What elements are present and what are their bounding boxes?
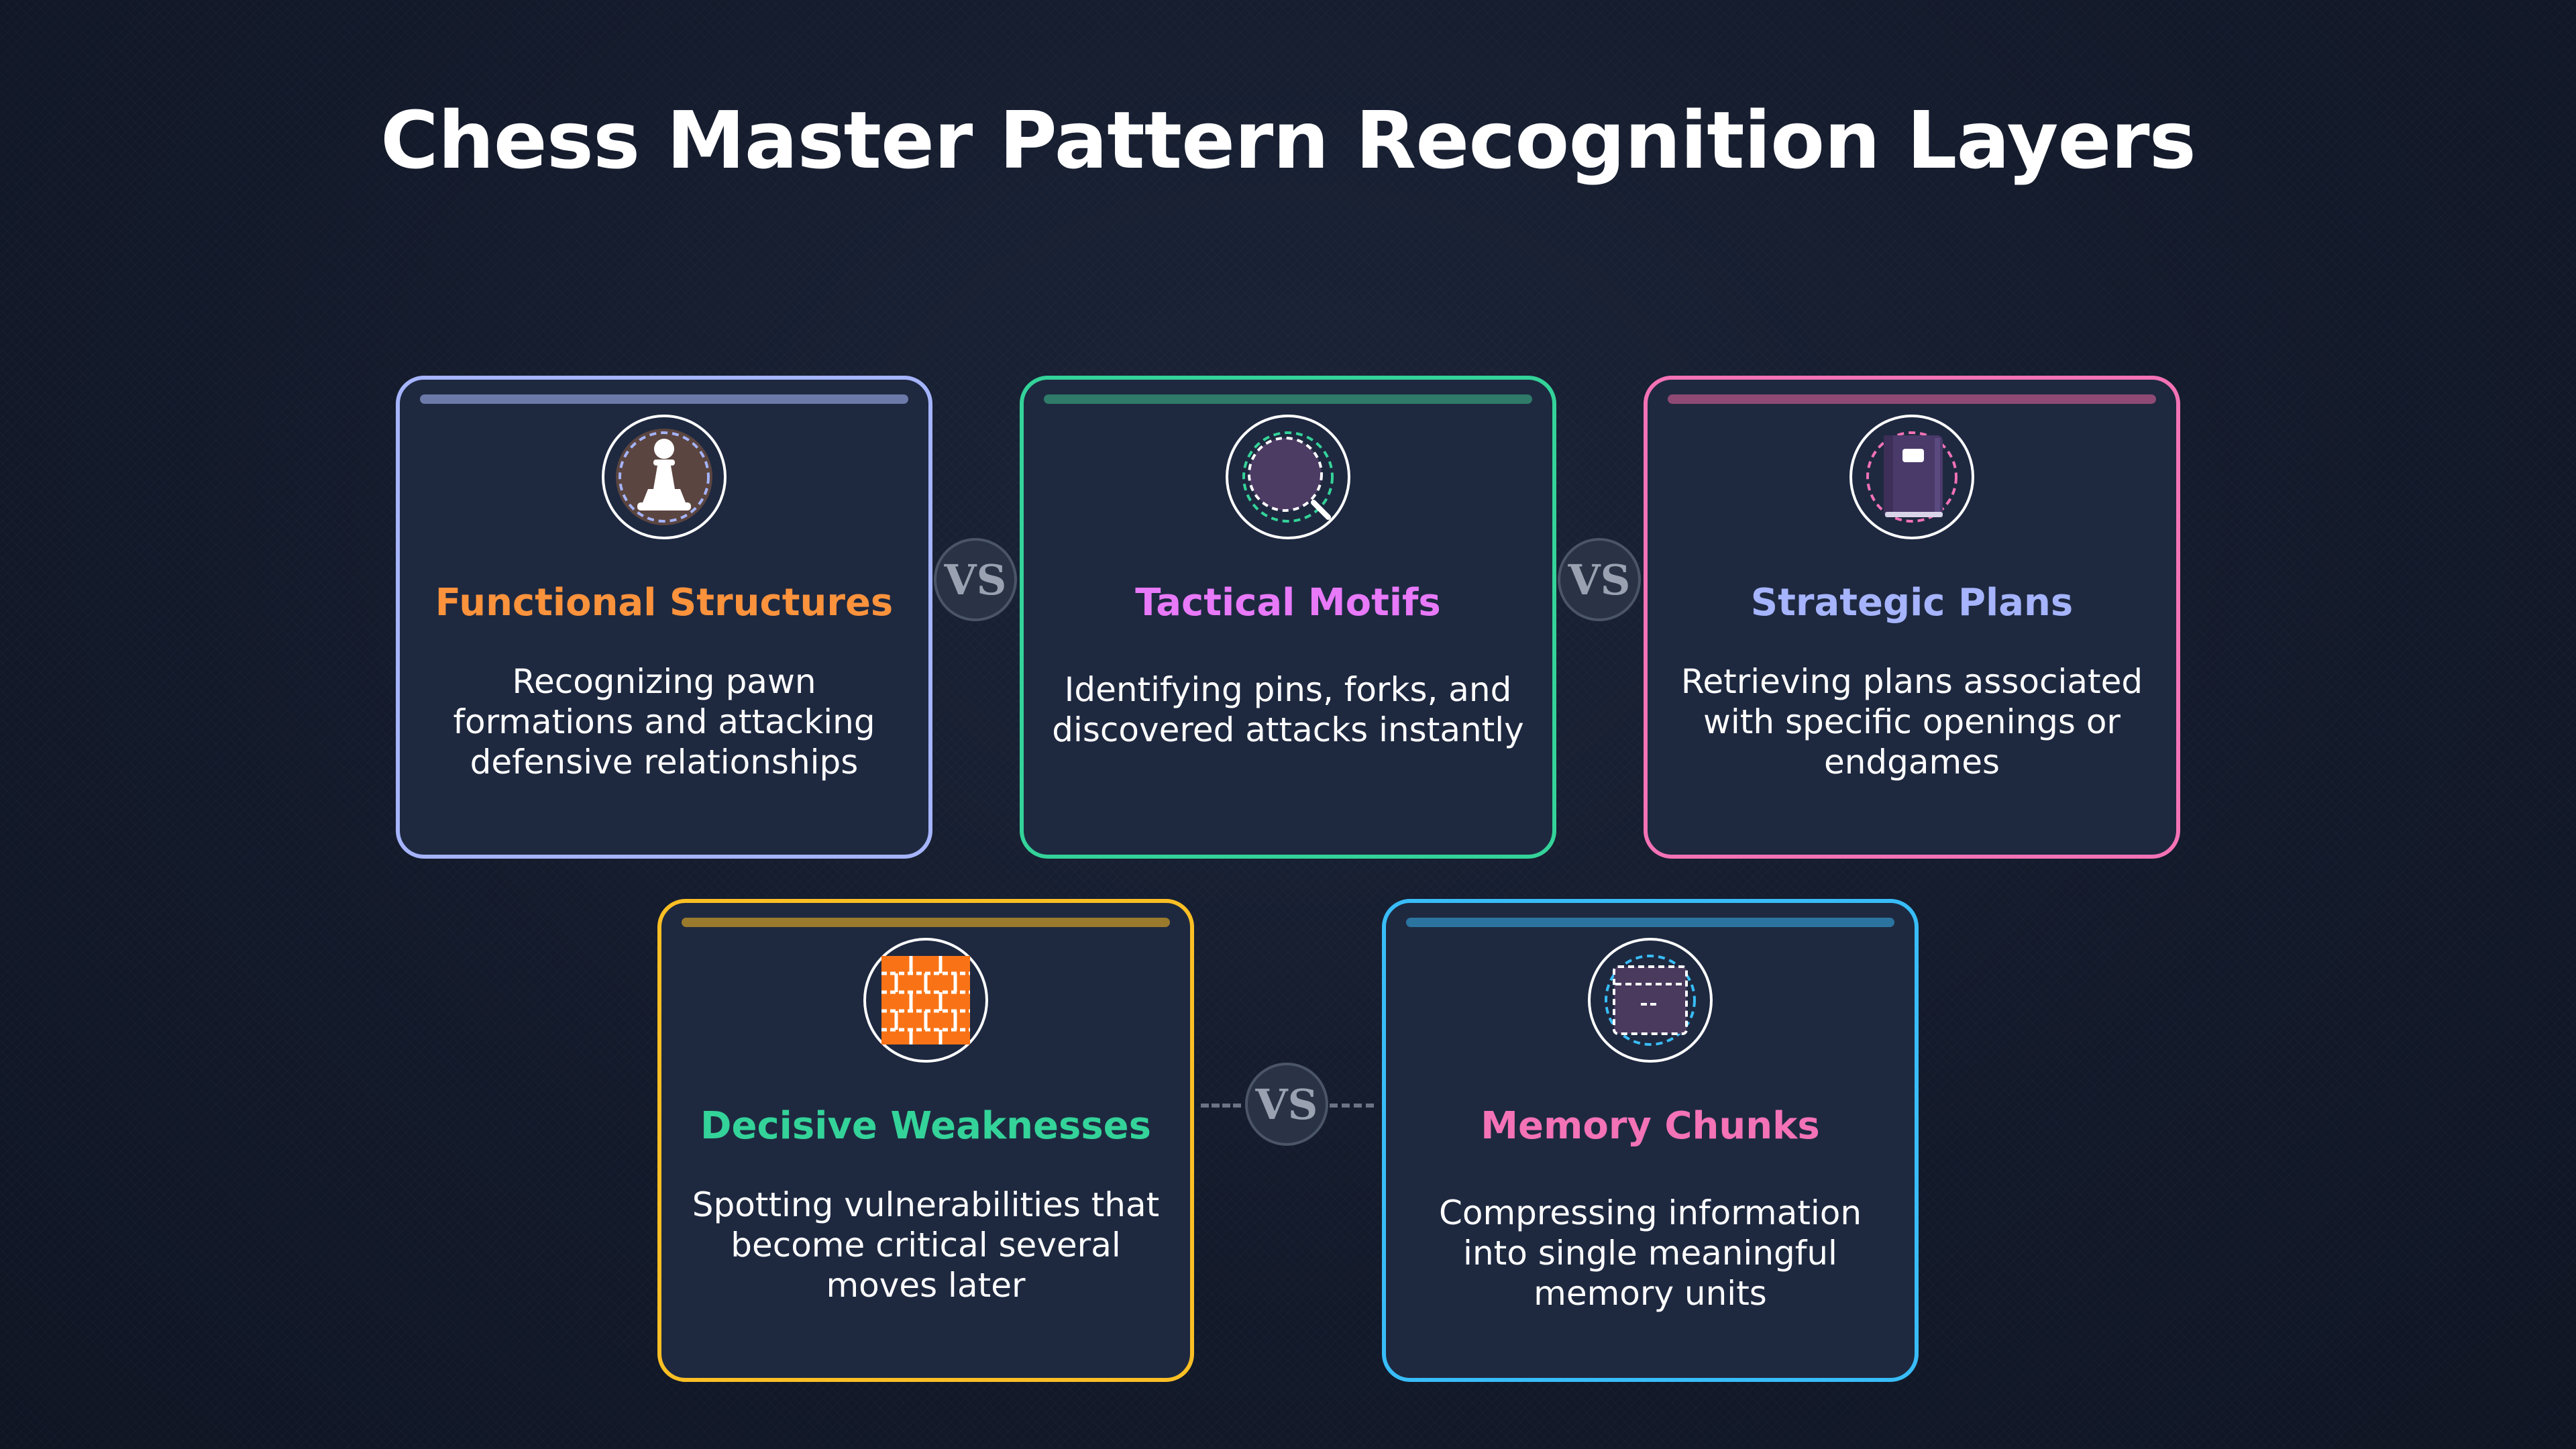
card-strategic-plans: Strategic Plans Retrieving plans associa… <box>1644 376 2180 859</box>
card-title: Strategic Plans <box>1750 581 2074 625</box>
dashed-connector-right <box>1330 1104 1374 1108</box>
card-accent-bar <box>682 918 1170 927</box>
chess-pawn-icon <box>616 429 712 525</box>
card-accent-bar <box>1406 918 1894 927</box>
card-icon-circle <box>602 415 727 539</box>
card-title: Tactical Motifs <box>1135 581 1441 625</box>
card-title: Decisive Weaknesses <box>700 1104 1151 1148</box>
card-icon-circle <box>1226 415 1350 539</box>
card-accent-bar <box>1044 394 1532 404</box>
card-description: Recognizing pawn formations and attackin… <box>453 662 875 782</box>
card-memory-chunks: Memory Chunks Compressing information in… <box>1382 899 1919 1382</box>
dashed-connector-left <box>1201 1104 1241 1108</box>
card-description: Spotting vulnerabilities that become cri… <box>692 1185 1160 1305</box>
card-icon-circle <box>1849 415 1974 539</box>
memory-block-icon <box>1602 952 1699 1049</box>
page-title: Chess Master Pattern Recognition Layers <box>380 94 2196 186</box>
card-accent-bar <box>420 394 908 404</box>
card-description: Compressing information into single mean… <box>1438 1193 1862 1313</box>
card-icon-circle <box>863 938 988 1063</box>
card-functional-structures: Functional Structures Recognizing pawn f… <box>396 376 932 859</box>
vs-badge-1: VS <box>934 538 1017 621</box>
card-decisive-weaknesses: Decisive Weaknesses Spotting vulnerabili… <box>657 899 1194 1382</box>
vs-badge-3: VS <box>1245 1063 1328 1146</box>
card-title: Memory Chunks <box>1481 1104 1820 1148</box>
vs-badge-2: VS <box>1558 538 1641 621</box>
magnifier-icon <box>1240 429 1336 525</box>
card-description: Identifying pins, forks, and discovered … <box>1052 670 1524 749</box>
card-tactical-motifs: Tactical Motifs Identifying pins, forks,… <box>1020 376 1556 859</box>
card-accent-bar <box>1668 394 2156 404</box>
book-icon <box>1864 429 1960 525</box>
brick-wall-icon <box>877 952 974 1049</box>
card-icon-circle <box>1588 938 1713 1063</box>
card-title: Functional Structures <box>435 581 894 625</box>
card-description: Retrieving plans associated with specifi… <box>1680 662 2143 782</box>
